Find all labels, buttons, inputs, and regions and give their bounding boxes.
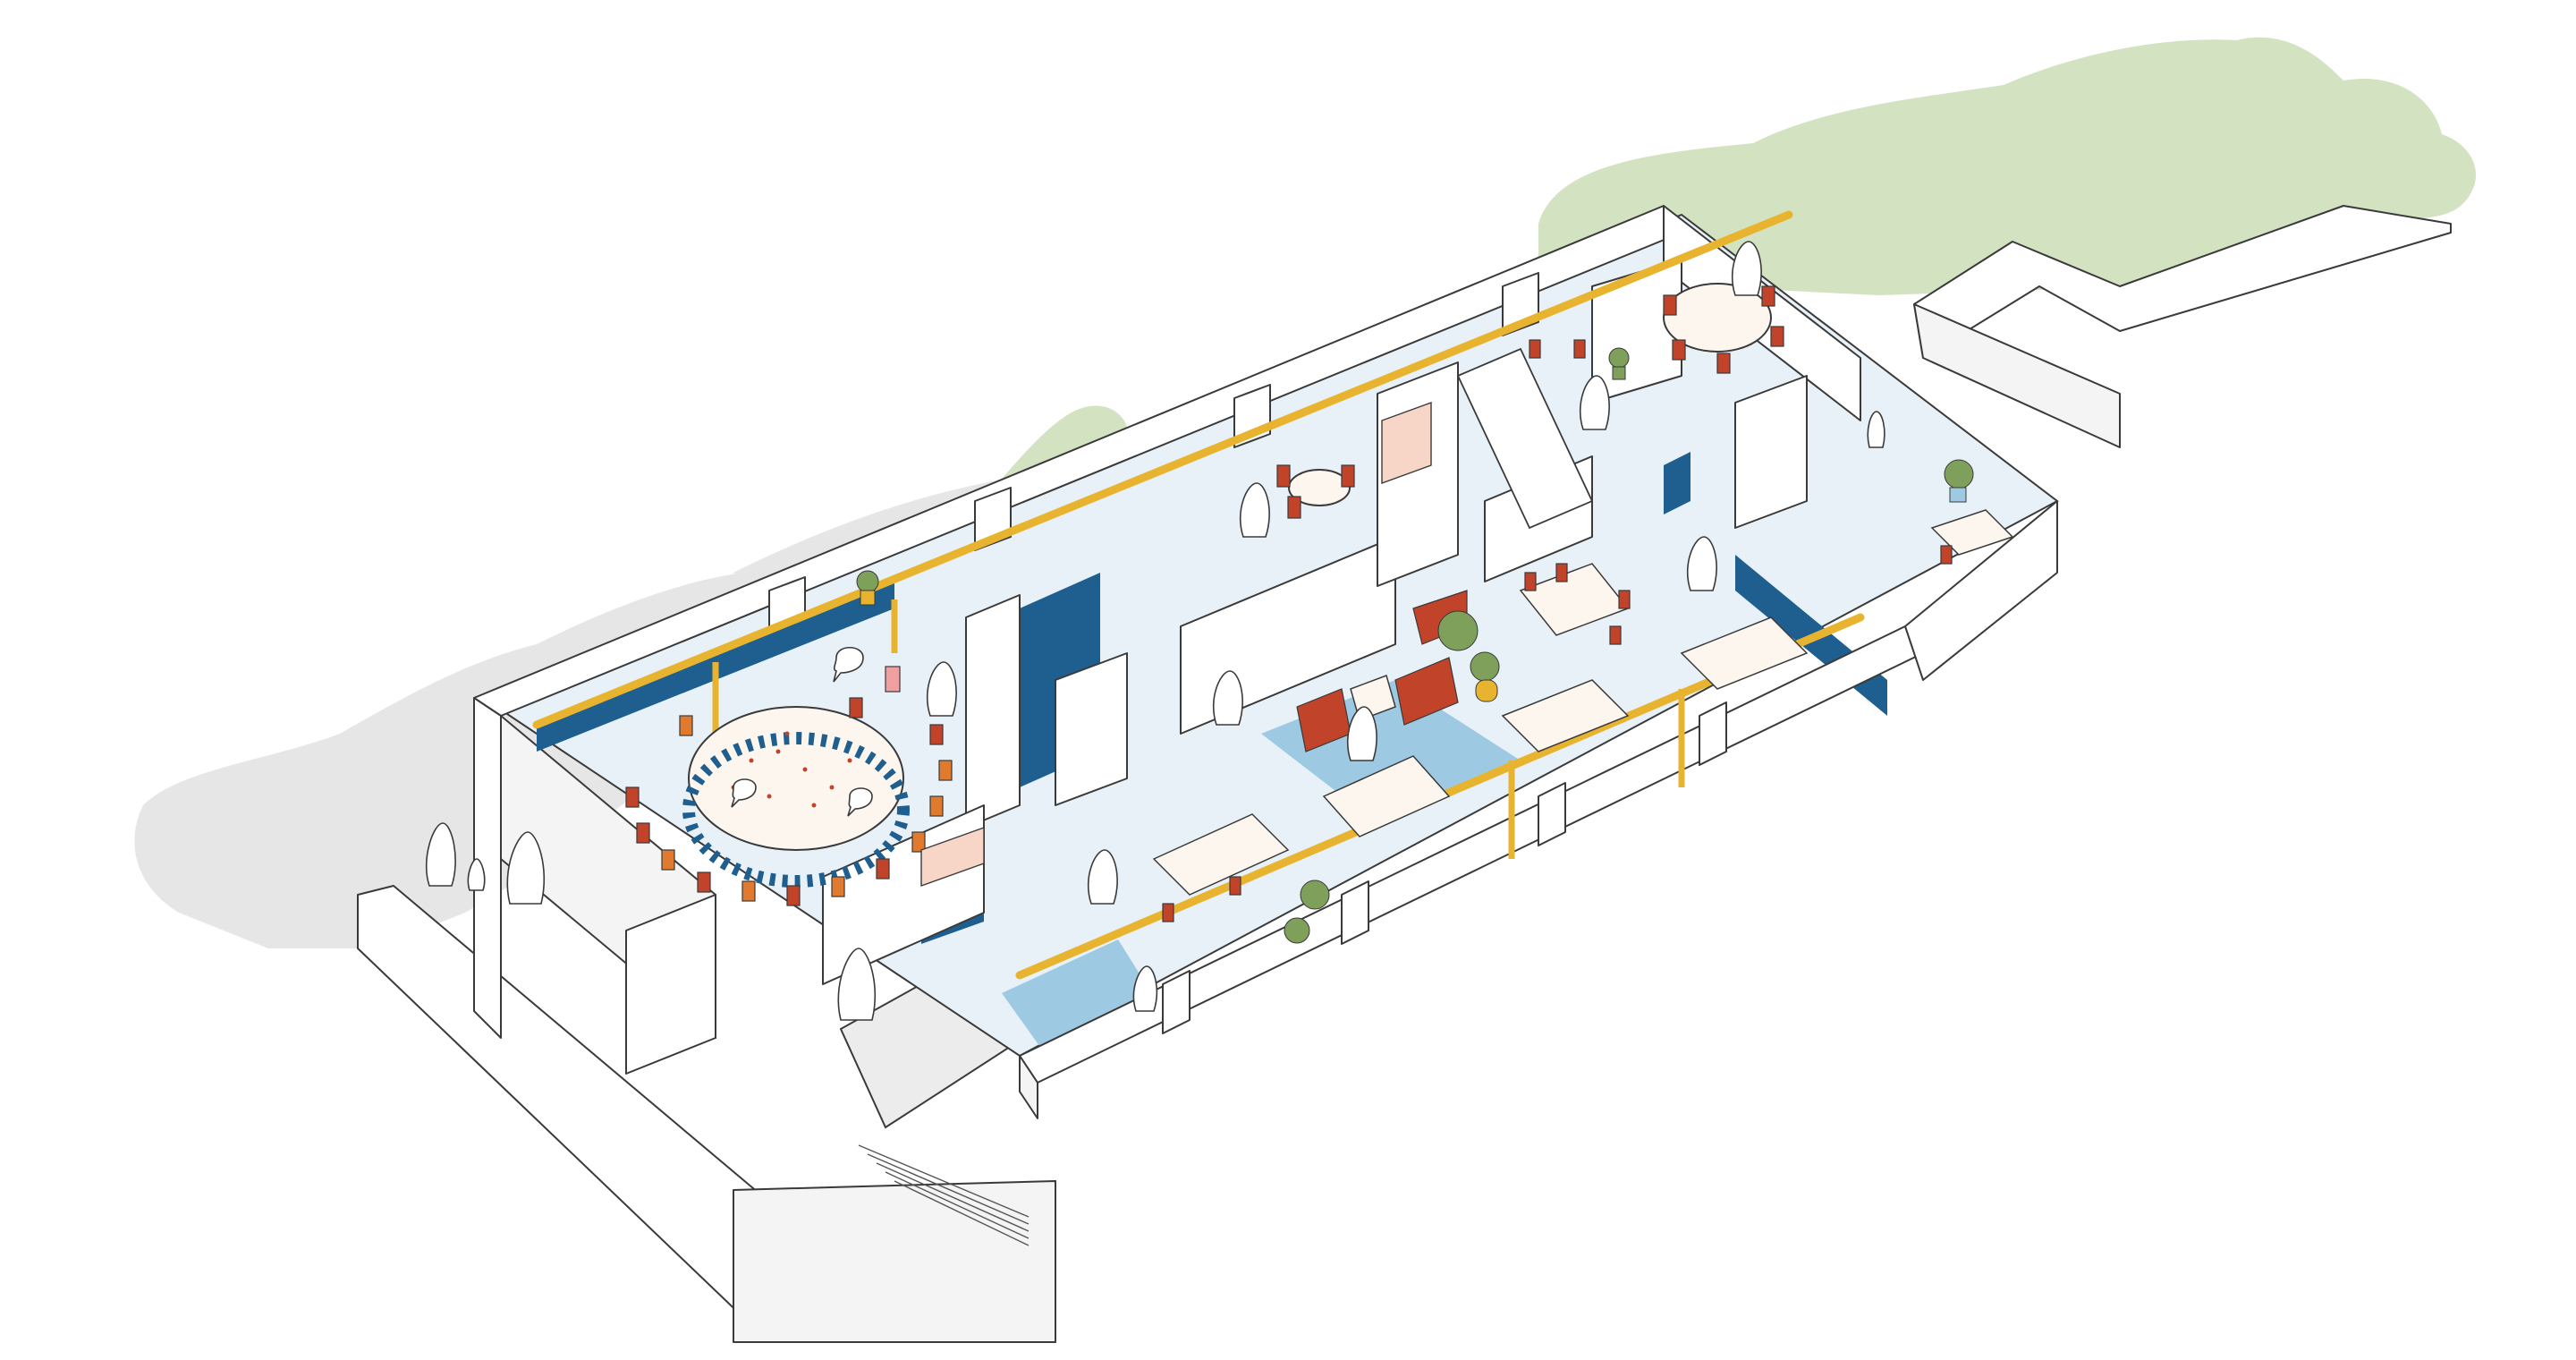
front-pier-2 <box>1341 880 1369 945</box>
person-figure-icon <box>1346 706 1377 761</box>
potted-plant-icon <box>1284 880 1330 944</box>
potted-plant-icon <box>1437 610 1500 702</box>
person-figure-icon <box>1087 849 1118 905</box>
desk-cluster-east <box>1680 616 1809 690</box>
people <box>425 241 1885 1021</box>
blue-panel-kitchen <box>1664 452 1690 514</box>
armchair-2 <box>1394 657 1459 726</box>
bookshelf <box>1456 347 1594 530</box>
ground-terrace-side <box>733 1180 1056 1343</box>
person-figure-icon <box>467 858 486 891</box>
person-figure-icon <box>425 822 456 887</box>
meeting-room-table <box>1276 464 1355 519</box>
shelving <box>920 347 1594 887</box>
partition-right-room <box>1734 375 1808 529</box>
back-wall-face <box>473 697 502 1039</box>
person-figure-icon <box>1686 536 1717 591</box>
reception-rug <box>1002 939 1163 1056</box>
speech-bubbles <box>731 646 873 817</box>
speech-bubble-icon <box>847 787 873 817</box>
person-figure-icon <box>1867 411 1885 448</box>
person-figure-icon <box>1579 375 1610 430</box>
right-terrace <box>1913 205 2452 359</box>
person-figure-icon <box>1731 241 1762 296</box>
desk-cluster-front-1 <box>1152 813 1290 896</box>
front-wall-face <box>1019 1055 1038 1119</box>
potted-plant-icon <box>1944 459 1974 503</box>
desk-cluster-front-3 <box>1501 679 1630 752</box>
potted-plant-icon <box>856 570 879 606</box>
pinboard-mid <box>1381 402 1432 484</box>
entry-stairs <box>858 1144 1030 1246</box>
person-figure-icon <box>506 831 546 905</box>
right-table-top <box>1663 283 1772 353</box>
conference-table-base <box>682 732 910 888</box>
beam-back <box>532 210 1793 729</box>
pinboard-left <box>920 827 985 887</box>
potted-plant-icon <box>1608 347 1630 380</box>
speech-bubble-icon <box>731 778 757 808</box>
conference-chairs <box>625 666 953 906</box>
partition-meeting-a <box>965 594 1021 829</box>
meeting-table-top <box>1288 469 1351 506</box>
front-pier-3 <box>1538 782 1566 846</box>
right-terrace-ledge <box>1913 303 2121 448</box>
person-figure-icon <box>1239 482 1270 538</box>
conference-table-top <box>688 706 904 851</box>
front-walls <box>1019 500 2058 1119</box>
front-pier-4 <box>1699 701 1727 766</box>
desk-cluster-front-2 <box>1322 755 1451 837</box>
partition-meeting-b <box>1055 652 1128 806</box>
person-figure-icon <box>1132 965 1158 1012</box>
work-desks <box>1152 339 2014 922</box>
partition-left-front <box>625 894 716 1075</box>
tree-canopy-green <box>1538 37 2477 295</box>
plants <box>856 347 1974 944</box>
speech-bubble-icon <box>833 646 864 683</box>
right-round-table <box>1663 283 1784 374</box>
front-wall-east <box>1904 500 2058 681</box>
conference-table-dots <box>731 731 852 808</box>
person-figure-icon <box>1212 670 1243 726</box>
person-figure-icon <box>837 948 877 1021</box>
front-pier-1 <box>1162 970 1191 1034</box>
person-figure-icon <box>926 661 957 717</box>
